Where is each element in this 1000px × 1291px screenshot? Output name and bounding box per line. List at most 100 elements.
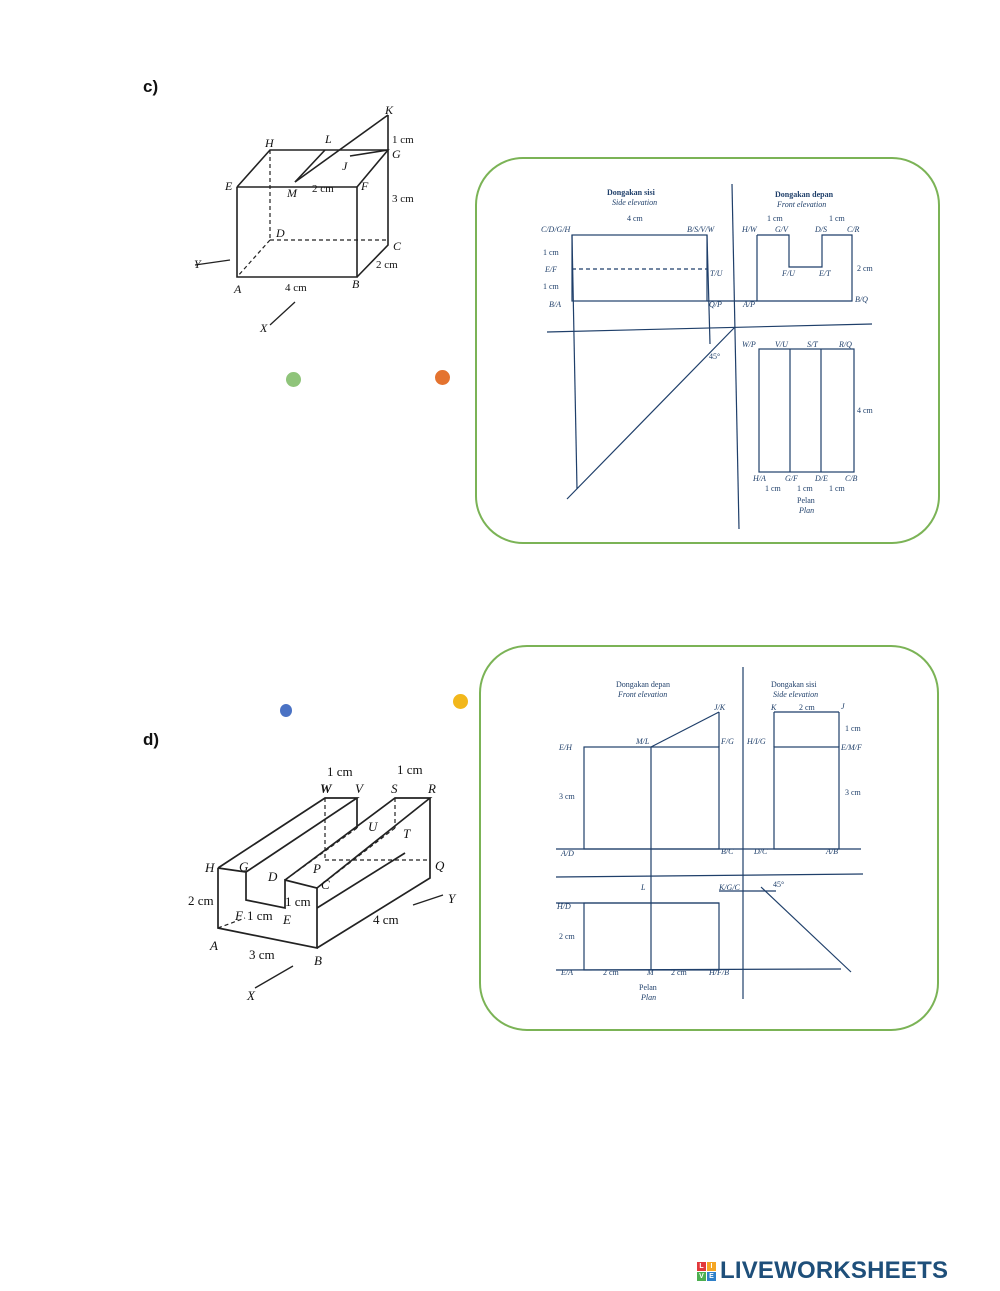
dimension-label: 4 cm: [373, 912, 399, 927]
vertex-label: D: [275, 226, 285, 240]
drawing-label: K/G/C: [718, 883, 741, 892]
plan-title-en: Plan: [640, 993, 656, 1002]
plan-title: Pelan: [639, 983, 657, 992]
drawing-label: S/T: [807, 340, 818, 349]
orthographic-drawing-c: Dongakan sisi Side elevation Dongakan de…: [541, 183, 874, 530]
question-c-label: c): [143, 77, 159, 96]
drawing-label: R/Q: [838, 340, 852, 349]
front-elevation-title: Dongakan depan: [616, 680, 670, 689]
drawing-label: F/U: [781, 269, 796, 278]
vertex-label: E: [282, 912, 291, 927]
drawing-label: 2 cm: [799, 703, 816, 712]
front-elevation-title: Dongakan depan: [775, 190, 834, 199]
drawing-label: 2 cm: [559, 932, 576, 941]
drawing-label: B/S/V/W: [687, 225, 715, 234]
drawing-label: 1 cm: [765, 484, 782, 493]
drawing-label: F/G: [720, 737, 734, 746]
drawing-label: D/E: [814, 474, 828, 483]
drawing-label: C/D/G/H: [541, 225, 572, 234]
vertex-label: J: [342, 159, 348, 173]
vertex-label: F: [360, 179, 369, 193]
drawing-label: H/I/G: [746, 737, 766, 746]
answer-dot-blue[interactable]: [280, 704, 292, 717]
orthographic-drawing-d: Dongakan depan Front elevation Dongakan …: [555, 667, 864, 1002]
vertex-label: B: [352, 277, 360, 291]
drawing-label: E/F: [544, 265, 557, 274]
dimension-label: 1 cm: [327, 764, 353, 779]
brand-name: LIVEWORKSHEETS: [720, 1257, 949, 1284]
answer-dot-orange[interactable]: [435, 370, 450, 385]
answer-dot-yellow[interactable]: [453, 694, 468, 709]
solid-c-figure: K H L G E M J F D C Y A B X 1 cm 2 cm 3 …: [194, 103, 414, 335]
answer-dot-green[interactable]: [286, 372, 301, 387]
drawing-label: V/U: [775, 340, 789, 349]
drawing-label: K: [770, 703, 777, 712]
dimension-label: 2 cm: [312, 183, 334, 195]
drawing-label: E/A: [560, 968, 573, 977]
drawing-label: E/T: [818, 269, 831, 278]
plan-title: Pelan: [797, 496, 815, 505]
vertex-label: G: [392, 147, 401, 161]
drawing-label: M/L: [635, 737, 650, 746]
dimension-label: 1 cm: [397, 762, 423, 777]
vertex-label: H: [264, 136, 275, 150]
drawing-label: D/C: [753, 847, 768, 856]
drawing-label: B/A: [549, 300, 561, 309]
question-d-label: d): [143, 730, 160, 749]
drawing-label: H/W: [741, 225, 758, 234]
vertex-label: X: [246, 988, 256, 1003]
drawing-label: E/M/F: [840, 743, 862, 752]
vertex-label: Y: [448, 891, 457, 906]
liveworksheets-logo: L I V E LIVEWORKSHEETS: [697, 1256, 948, 1286]
vertex-label: H: [204, 860, 215, 875]
plan-title-en: Plan: [798, 506, 814, 515]
drawing-label: E/H: [558, 743, 573, 752]
solid-d-figure: W V S R U T H G D P Q C F E A B Y X 1 cm…: [188, 762, 457, 1003]
drawing-label: 2 cm: [857, 264, 874, 273]
drawing-label: 3 cm: [559, 792, 576, 801]
dimension-label: 1 cm: [285, 894, 311, 909]
vertex-label: Q: [435, 858, 445, 873]
vertex-label: C: [393, 239, 402, 253]
drawing-label: 45°: [773, 880, 784, 889]
side-elevation-title: Dongakan sisi: [771, 680, 817, 689]
drawing-label: H/F/B: [708, 968, 729, 977]
drawing-label: 2 cm: [603, 968, 620, 977]
side-elevation-title-en: Side elevation: [773, 690, 818, 699]
front-elevation-title-en: Front elevation: [776, 200, 826, 209]
vertex-label: T: [403, 826, 411, 841]
drawing-label: G/F: [785, 474, 798, 483]
vertex-label: B: [314, 953, 322, 968]
drawing-label: W/P: [742, 340, 756, 349]
drawing-label: G/V: [775, 225, 789, 234]
drawing-label: 2 cm: [671, 968, 688, 977]
drawing-label: A/P: [742, 300, 755, 309]
vertex-label: D: [267, 869, 278, 884]
drawing-label: 45°: [709, 352, 720, 361]
vertex-label: F: [234, 908, 244, 923]
drawing-label: H/D: [556, 902, 571, 911]
drawing-label: C/B: [845, 474, 858, 483]
drawing-label: J/K: [714, 703, 726, 712]
vertex-label: R: [427, 781, 436, 796]
drawing-label: 3 cm: [845, 788, 862, 797]
dimension-label: 2 cm: [376, 259, 398, 271]
drawing-label: A/D: [560, 849, 574, 858]
drawing-label: 1 cm: [543, 248, 560, 257]
drawing-label: 1 cm: [829, 214, 846, 223]
drawing-label: 1 cm: [543, 282, 560, 291]
drawing-label: 4 cm: [627, 214, 644, 223]
vertex-label: S: [391, 781, 398, 796]
front-elevation-title-en: Front elevation: [617, 690, 667, 699]
dimension-label: 1 cm: [247, 908, 273, 923]
dimension-label: 4 cm: [285, 282, 307, 294]
vertex-label: L: [324, 132, 332, 146]
dimension-label: 3 cm: [392, 193, 414, 205]
vertex-label: Y: [194, 257, 202, 271]
vertex-label: A: [233, 282, 242, 296]
vertex-label: C: [321, 877, 330, 892]
vertex-label: E: [224, 179, 233, 193]
drawing-label: 1 cm: [829, 484, 846, 493]
side-elevation-title: Dongakan sisi: [607, 188, 656, 197]
vertex-label: M: [286, 186, 298, 200]
